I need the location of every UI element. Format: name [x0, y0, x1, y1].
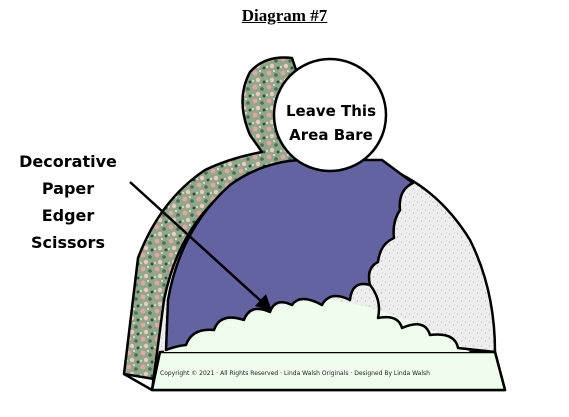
bare-area-line-1: Leave This — [285, 102, 376, 120]
bare-area-label: Leave This Area Bare — [281, 99, 381, 147]
callout-line-1: Decorative — [19, 152, 117, 171]
diagram-title: Diagram #7 — [241, 6, 328, 25]
callout-label: Decorative Paper Edger Scissors — [14, 148, 122, 256]
bare-area-line-2: Area Bare — [289, 126, 373, 144]
white-panel-scallop-edge — [369, 284, 496, 354]
callout-arrowhead — [255, 294, 272, 311]
callout-line-2: Paper Edger — [41, 179, 95, 225]
callout-line-3: Scissors — [31, 233, 105, 252]
copyright-text: Copyright © 2021 · All Rights Reserved ·… — [160, 370, 430, 377]
left-fold-edge — [123, 372, 153, 392]
bare-area-circle — [272, 57, 388, 173]
pale-green-lower-area — [164, 299, 470, 352]
callout-arrow-line — [129, 181, 263, 303]
